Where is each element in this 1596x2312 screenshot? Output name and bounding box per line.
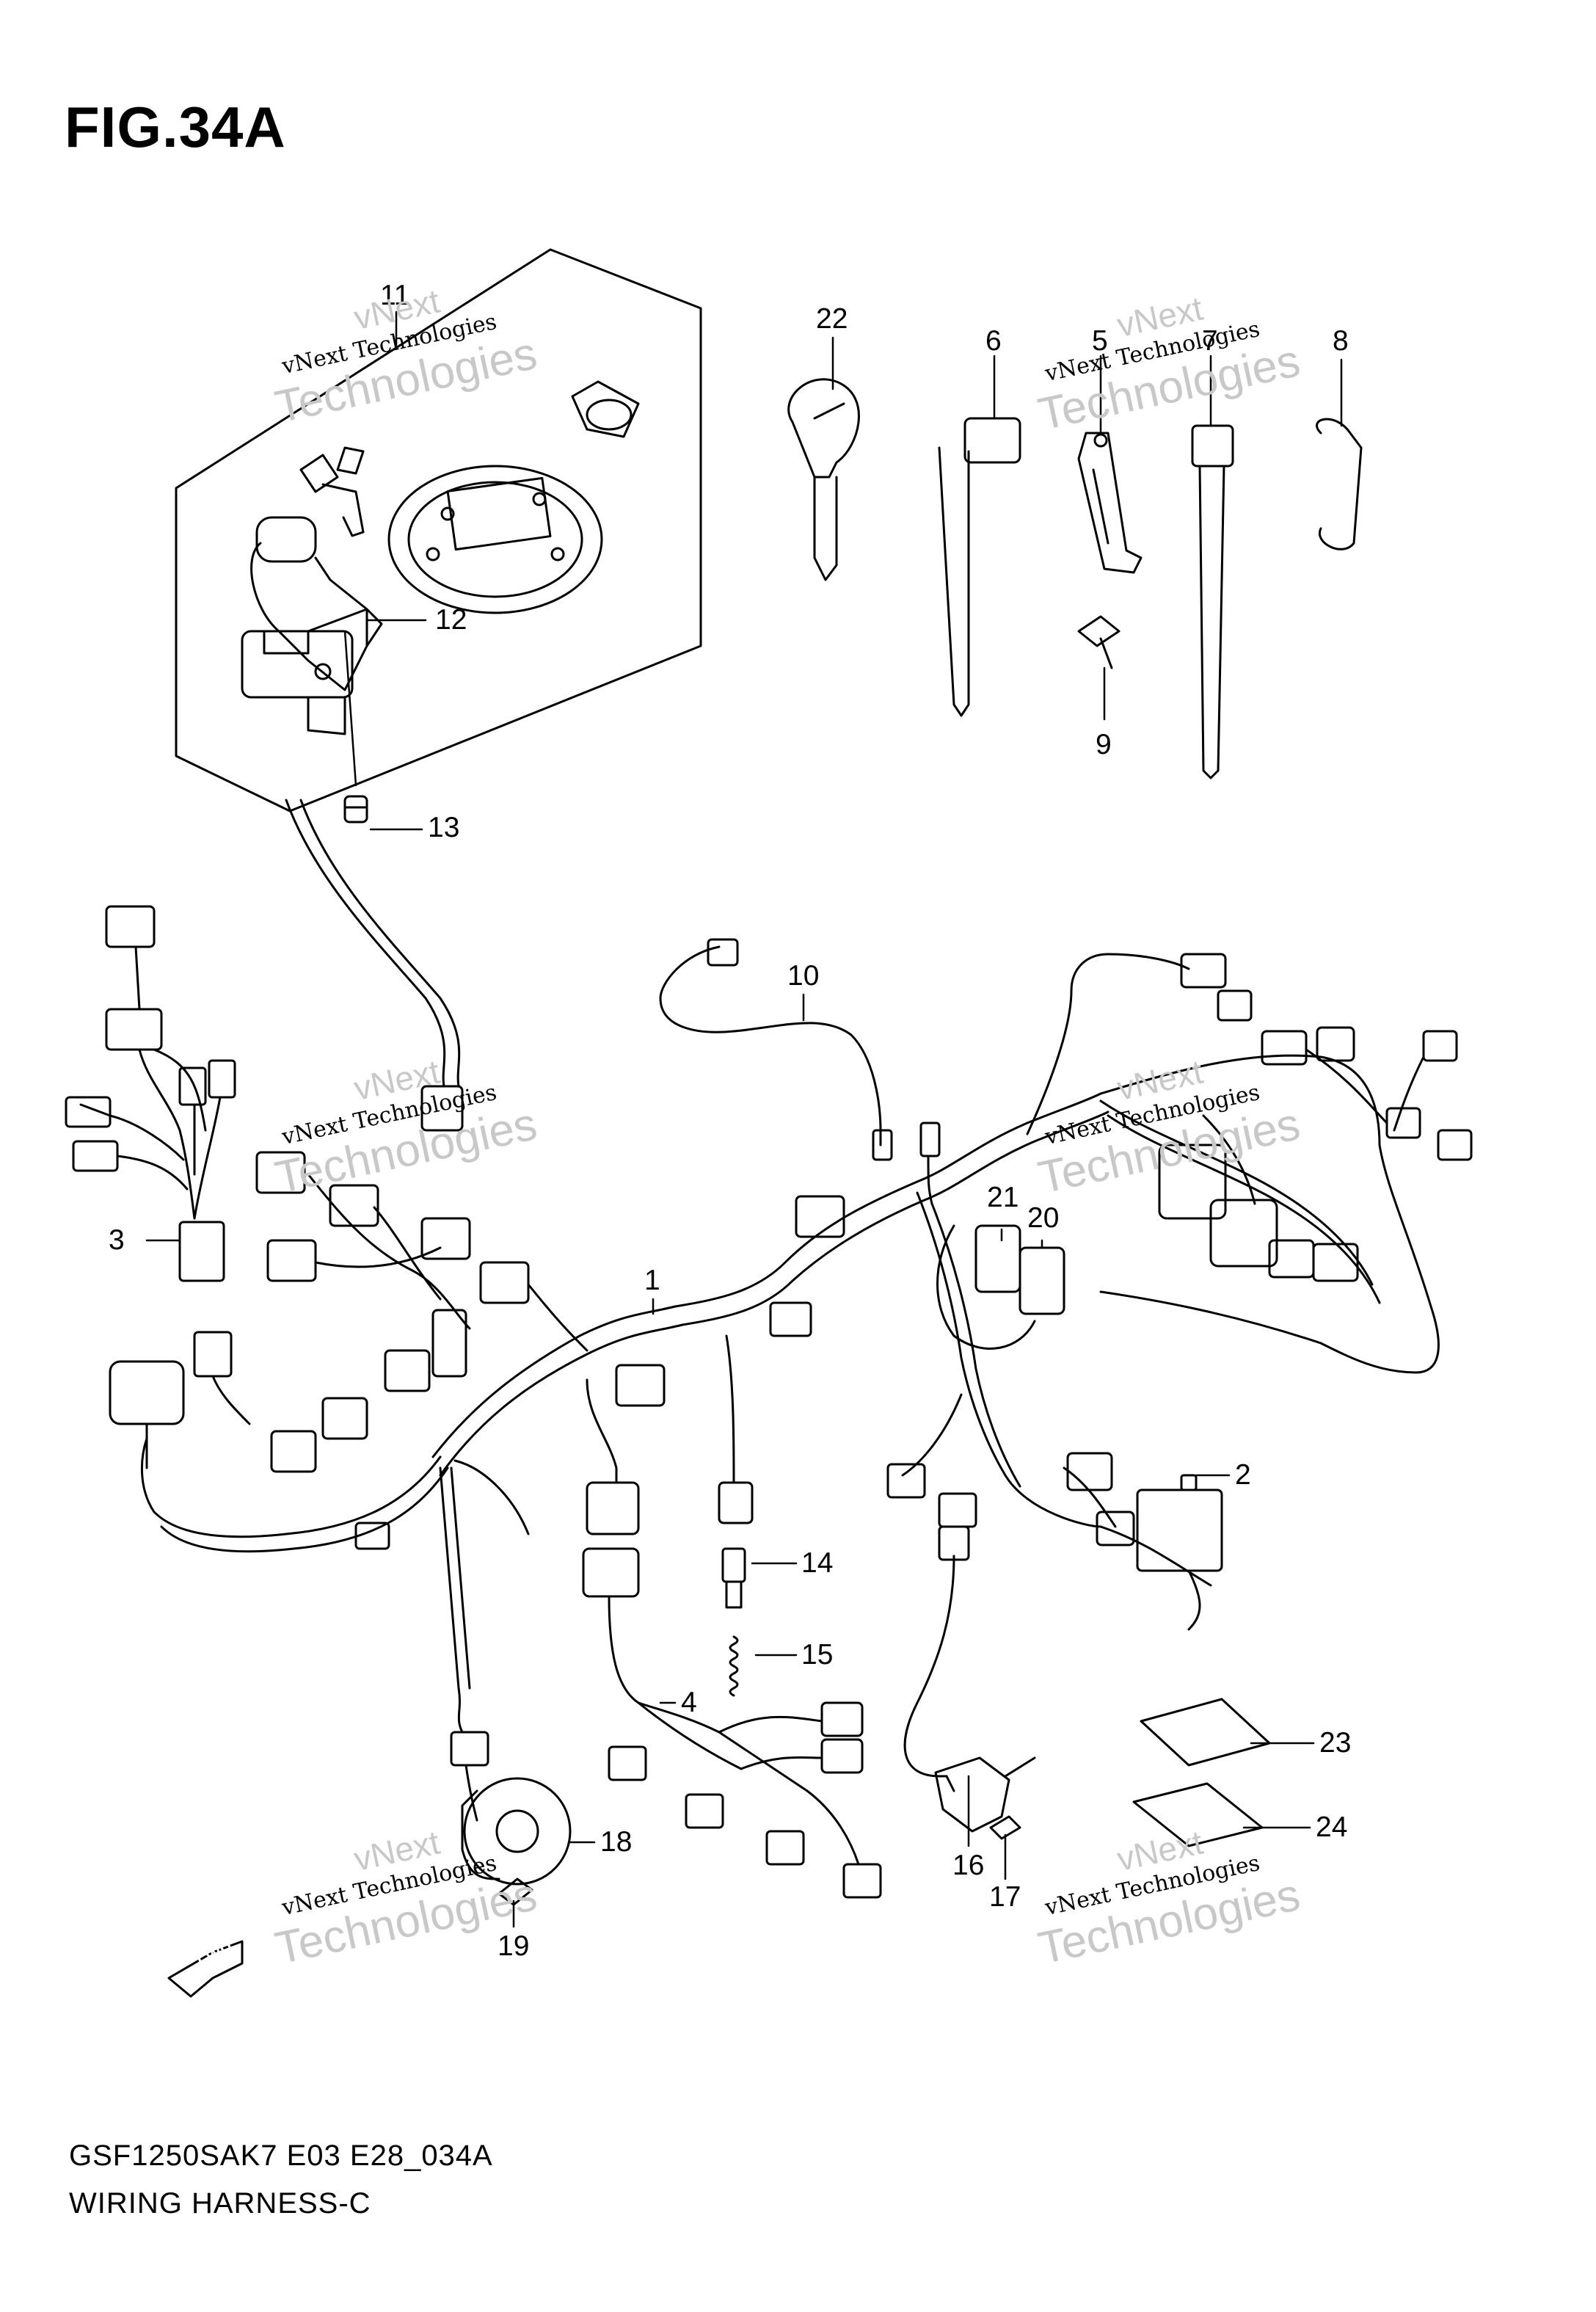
callout-7: 7 (1202, 325, 1218, 357)
callout-1: 1 (644, 1265, 660, 1296)
clamp-8 (1317, 419, 1361, 549)
main-harness-1 (110, 939, 1471, 1996)
callout-18: 18 (600, 1826, 633, 1858)
callout-8: 8 (1333, 325, 1349, 357)
screw-13 (345, 796, 367, 822)
model-code: GSF1250SAK7 E03 E28_034A (69, 2140, 493, 2172)
callout-5: 5 (1092, 325, 1108, 357)
callout-19: 19 (498, 1930, 530, 1962)
fwd-arrow (169, 1941, 242, 1996)
switch-14 (723, 1549, 745, 1607)
callout-15: 15 (801, 1639, 834, 1671)
seat-lock-cylinder (572, 382, 638, 437)
key-22 (789, 379, 859, 580)
callout-17: 17 (989, 1881, 1021, 1913)
sub-harness-4 (583, 1549, 881, 1897)
ignition-lead (286, 800, 445, 1086)
callout-16: 16 (952, 1850, 985, 1881)
label-23 (1141, 1699, 1269, 1765)
switch-16 (936, 1758, 1035, 1831)
callout-21: 21 (987, 1182, 1019, 1213)
fuel-cap-lock (389, 466, 602, 613)
label-24 (1134, 1784, 1262, 1846)
figure-title: FIG.34A (65, 95, 286, 159)
sub-harness-3 (66, 906, 235, 1281)
callout-2: 2 (1235, 1459, 1251, 1491)
horn-18 (462, 1778, 570, 1884)
spring-15 (730, 1637, 737, 1695)
callout-10: 10 (787, 960, 820, 992)
clamp-5 (1079, 433, 1141, 572)
callout-11: 11 (380, 280, 410, 311)
callout-24: 24 (1316, 1811, 1348, 1843)
lock-set-box (176, 250, 701, 811)
leader-lines (147, 312, 1341, 1927)
screw-9 (1079, 617, 1119, 668)
callout-20: 20 (1027, 1202, 1060, 1234)
callout-22: 22 (816, 303, 848, 335)
cable-tie-7 (1192, 426, 1233, 778)
callout-14: 14 (801, 1547, 834, 1579)
callout-13: 13 (428, 812, 460, 843)
ignition-switch (242, 448, 382, 734)
callout-23: 23 (1319, 1727, 1352, 1759)
callout-4: 4 (681, 1687, 697, 1718)
callout-3: 3 (109, 1224, 125, 1256)
figure-name: WIRING HARNESS-C (69, 2187, 371, 2220)
callout-9: 9 (1096, 729, 1112, 760)
callout-6: 6 (985, 325, 1002, 357)
callout-12: 12 (435, 604, 467, 636)
clamp-6 (939, 418, 1020, 716)
